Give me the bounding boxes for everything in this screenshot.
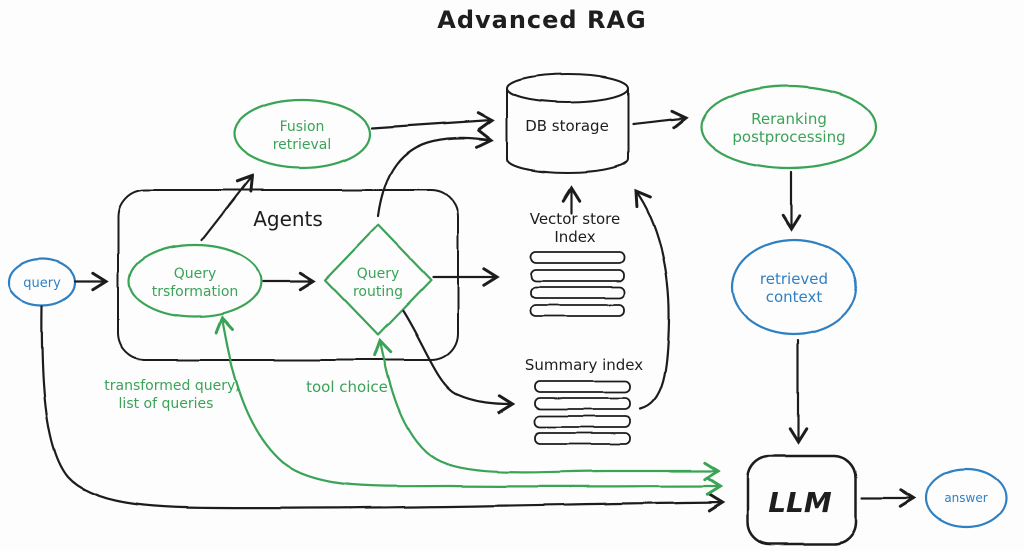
llm-node <box>746 454 858 546</box>
query-routing-label-line1: Query <box>357 266 400 282</box>
page-title: Advanced RAG <box>437 6 646 34</box>
edge-transformation-llm-loop <box>214 315 723 496</box>
answer-label: answer <box>944 491 987 505</box>
transformed-query-annotation-line2: list of queries <box>119 396 214 412</box>
fusion-retrieval-label-line1: Fusion <box>280 119 325 135</box>
query-routing-label-line2: routing <box>353 284 403 300</box>
retrieved-context-node <box>730 238 858 336</box>
edge-transformation-to-fusion <box>200 173 254 242</box>
edge-fusion-to-db <box>370 111 495 131</box>
edge-routing-to-db <box>376 128 494 218</box>
vector-store-index-label-line2: Index <box>554 228 595 246</box>
db-storage-label: DB storage <box>525 117 609 135</box>
query-transformation-node <box>127 243 263 319</box>
edge-db-to-reranking <box>631 109 689 130</box>
reranking-label-line1: Reranking <box>751 110 827 128</box>
retrieved-context-label-line1: retrieved <box>760 270 828 288</box>
reranking-node <box>700 84 878 170</box>
fusion-retrieval-node <box>232 98 372 170</box>
db-storage-node <box>506 73 629 174</box>
edge-summary-to-db <box>634 188 671 411</box>
reranking-label-line2: postprocessing <box>732 128 845 146</box>
edge-routing-llm-loop <box>373 338 721 481</box>
edge-query-to-llm <box>40 304 725 512</box>
answer-node <box>924 467 1008 529</box>
fusion-retrieval-label-line2: retrieval <box>273 137 332 153</box>
tool-choice-annotation: tool choice <box>306 378 388 396</box>
vector-store-index-label-line1: Vector store <box>530 210 621 228</box>
retrieved-context-label-line2: context <box>766 288 823 306</box>
query-transformation-label-line1: Query <box>174 266 217 282</box>
query-transformation-label-line2: trsformation <box>152 284 239 300</box>
llm-label: LLM <box>768 486 832 519</box>
query-label: query <box>23 276 61 291</box>
transformed-query-annotation-line1: transformed query, <box>104 378 239 394</box>
agents-label: Agents <box>253 207 323 231</box>
summary-index-stack <box>534 380 631 445</box>
vector-store-index-stack <box>530 251 625 317</box>
summary-index-label: Summary index <box>525 356 643 374</box>
